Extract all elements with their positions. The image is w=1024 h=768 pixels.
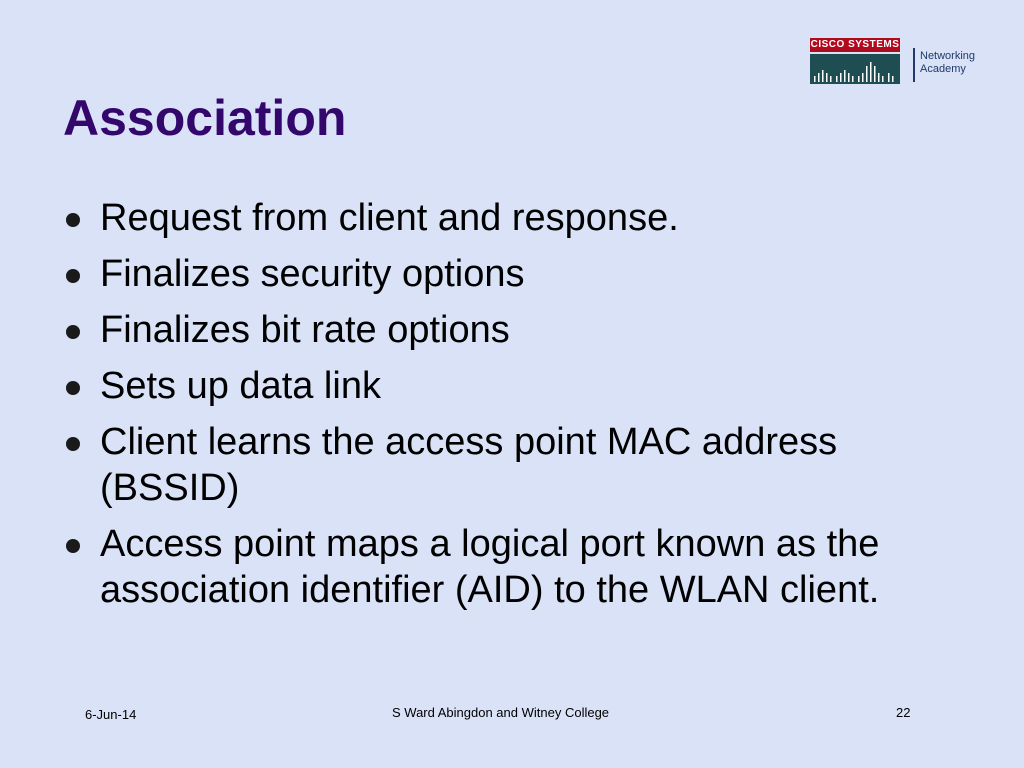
cisco-bars-icon: [810, 54, 900, 84]
cisco-networking-academy-logo: CISCO SYSTEMS: [810, 38, 990, 86]
logo-divider: [913, 48, 915, 82]
bullet-dot-icon: [66, 381, 80, 395]
page-number: 22: [896, 705, 911, 720]
footer-author: S Ward Abingdon and Witney College: [392, 705, 610, 720]
footer-date: 6-Jun-14: [85, 707, 137, 722]
bullet-item: Finalizes security options: [62, 251, 962, 297]
logo-text-line1: Networking: [920, 50, 976, 62]
bullet-text: Client learns the access point MAC addre…: [100, 421, 838, 509]
bullet-text: Finalizes security options: [100, 253, 525, 295]
bullet-item: Access point maps a logical port known a…: [62, 521, 962, 613]
bullet-item: Request from client and response.: [62, 195, 962, 241]
bullet-list: Request from client and response. Finali…: [62, 195, 962, 623]
bullet-item: Sets up data link: [62, 363, 962, 409]
bullet-text: Finalizes bit rate options: [100, 309, 510, 351]
bullet-item: Client learns the access point MAC addre…: [62, 419, 962, 511]
logo-text: Networking Academy: [920, 50, 975, 76]
bullet-text: Request from client and response.: [100, 197, 679, 239]
bullet-dot-icon: [66, 269, 80, 283]
bullet-item: Finalizes bit rate options: [62, 307, 962, 353]
slide-title: Association: [63, 90, 347, 146]
cisco-brand-label: CISCO SYSTEMS: [810, 38, 900, 52]
bullet-dot-icon: [66, 437, 80, 451]
bullet-dot-icon: [66, 325, 80, 339]
bullet-dot-icon: [66, 213, 80, 227]
bullet-dot-icon: [66, 539, 80, 553]
bullet-text: Access point maps a logical port known a…: [100, 523, 880, 611]
bullet-text: Sets up data link: [100, 365, 381, 407]
logo-text-line2: Academy: [920, 63, 966, 75]
